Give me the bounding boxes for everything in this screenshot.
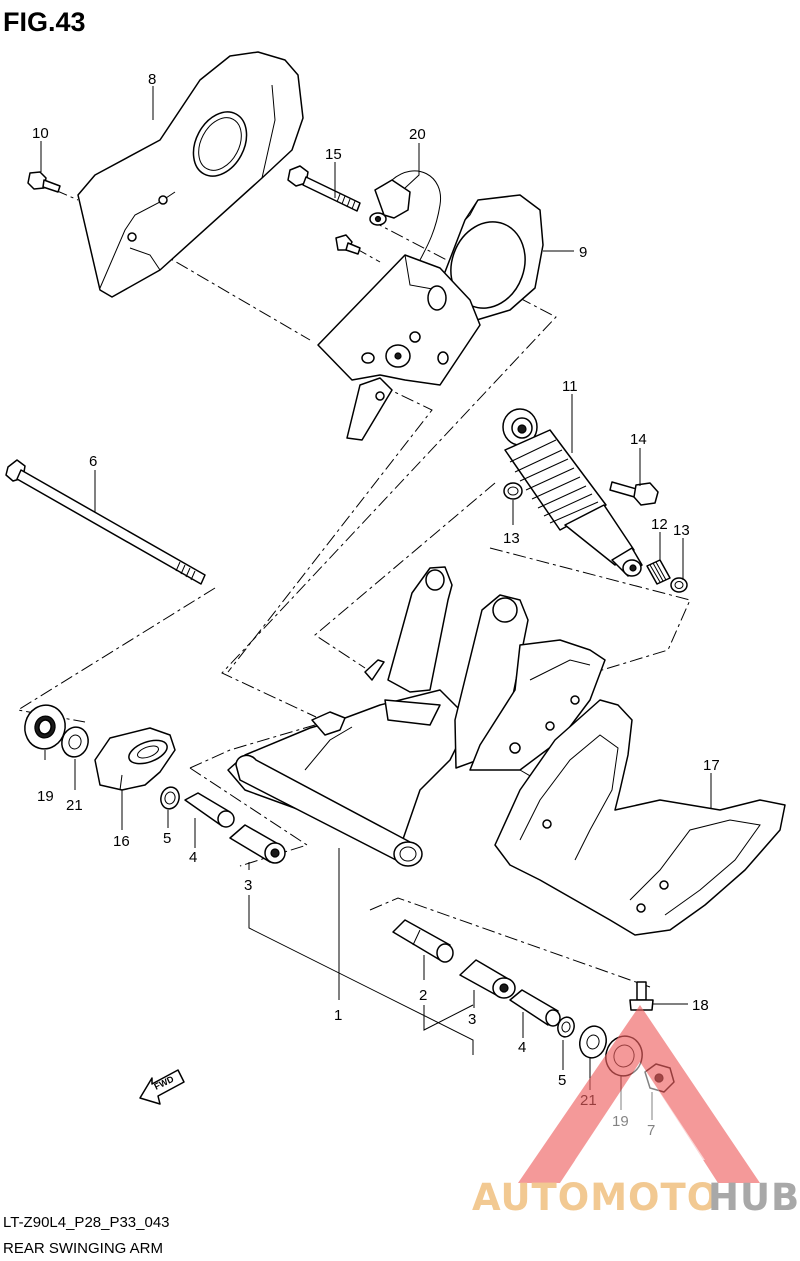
- collar-2: [392, 919, 454, 963]
- shock-absorber: [502, 408, 643, 577]
- callout-19a: 19: [37, 788, 54, 805]
- callout-21a: 21: [66, 797, 83, 814]
- callout-13b: 13: [673, 522, 690, 539]
- spacer-4b: [509, 989, 561, 1027]
- callout-10: 10: [32, 125, 49, 142]
- spacer-4a: [184, 792, 235, 828]
- watermark-brand-2: HUB: [708, 1176, 800, 1219]
- callout-9: 9: [579, 244, 587, 261]
- watermark-brand-1: AUTOMOTO: [472, 1176, 719, 1219]
- chain-case-cover: [77, 51, 304, 298]
- bushing-3b: [459, 959, 516, 999]
- callout-6: 6: [89, 453, 97, 470]
- callout-8: 8: [148, 71, 156, 88]
- bolt-15: [287, 165, 361, 212]
- figure-code: LT-Z90L4_P28_P33_043: [3, 1214, 170, 1231]
- callout-15: 15: [325, 146, 342, 163]
- callout-4a: 4: [189, 849, 197, 866]
- sleeve-16: [94, 727, 176, 791]
- watermark-logo: AUTOMOTO HUB: [472, 1005, 800, 1219]
- cover-plate-9: [439, 194, 544, 326]
- guide-clamp-20: [369, 170, 441, 261]
- bolt-18: [629, 981, 654, 1011]
- callout-12: 12: [651, 516, 668, 533]
- washer-13b: [670, 577, 688, 593]
- callout-16: 16: [113, 833, 130, 850]
- callout-11: 11: [562, 378, 578, 395]
- figure-caption: REAR SWINGING ARM: [3, 1240, 163, 1257]
- callout-13a: 13: [503, 530, 520, 547]
- callout-5b: 5: [558, 1072, 566, 1089]
- bushing-12: [646, 559, 671, 585]
- pivot-shaft: [5, 459, 206, 585]
- callout-18: 18: [692, 997, 709, 1014]
- ring-5b: [557, 1016, 575, 1038]
- bolt-10: [27, 171, 61, 193]
- callout-1: 1: [334, 1007, 342, 1024]
- figure-title: FIG.43: [3, 7, 86, 37]
- skid-plate: [494, 699, 786, 936]
- callout-3b: 3: [468, 1011, 476, 1028]
- bushing-3a: [229, 824, 286, 864]
- chain-case-bracket: [317, 254, 481, 441]
- ring-5a: [160, 786, 180, 810]
- swing-arm: [227, 566, 606, 867]
- small-bolt: [335, 234, 361, 255]
- washer-21a: [61, 726, 89, 758]
- fwd-arrow-icon: FWD: [139, 1069, 185, 1105]
- callout-4b: 4: [518, 1039, 526, 1056]
- callout-3a: 3: [244, 877, 252, 894]
- callout-17: 17: [703, 757, 720, 774]
- callout-2: 2: [419, 987, 427, 1004]
- bearing-19a: [24, 704, 66, 750]
- watermark-triangle-icon: [518, 1005, 760, 1183]
- washer-13a: [503, 482, 523, 500]
- callout-14: 14: [630, 431, 647, 448]
- bolt-14: [609, 481, 659, 506]
- callout-5a: 5: [163, 830, 171, 847]
- callout-20: 20: [409, 126, 426, 143]
- washer-21b: [579, 1025, 607, 1059]
